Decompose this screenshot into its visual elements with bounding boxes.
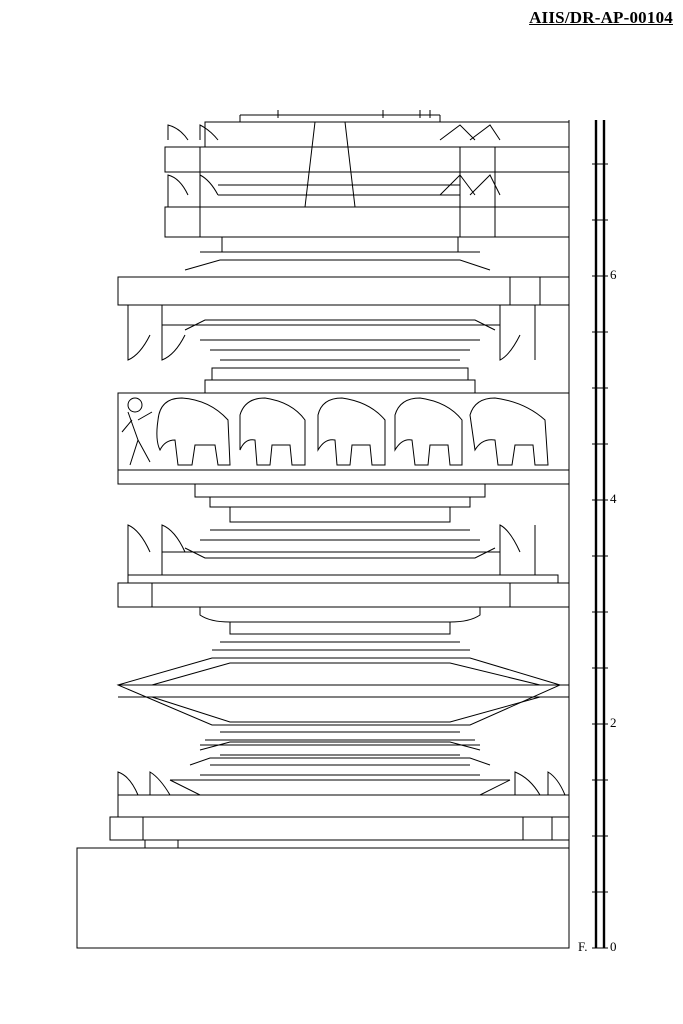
scale-label-4: 4 <box>610 491 617 506</box>
middle-cornice <box>117 483 570 623</box>
elephant-procession-relief <box>156 397 549 466</box>
top-superstructure <box>164 110 570 238</box>
floor-label: F. <box>578 939 587 954</box>
base-plinth <box>76 816 570 949</box>
upper-cornice <box>117 236 570 361</box>
scale-label-6: 6 <box>610 267 617 282</box>
lower-cornice <box>117 739 570 818</box>
faceted-band <box>116 621 569 733</box>
elephant-frieze <box>117 367 570 485</box>
scale-label-0: 0 <box>610 939 617 954</box>
scale-bar: 6 4 2 0 F. <box>578 120 617 954</box>
drawing-code: AIIS/DR-AP-00104 <box>529 8 673 27</box>
dancing-figure-relief <box>121 397 153 466</box>
scale-label-2: 2 <box>610 715 617 730</box>
